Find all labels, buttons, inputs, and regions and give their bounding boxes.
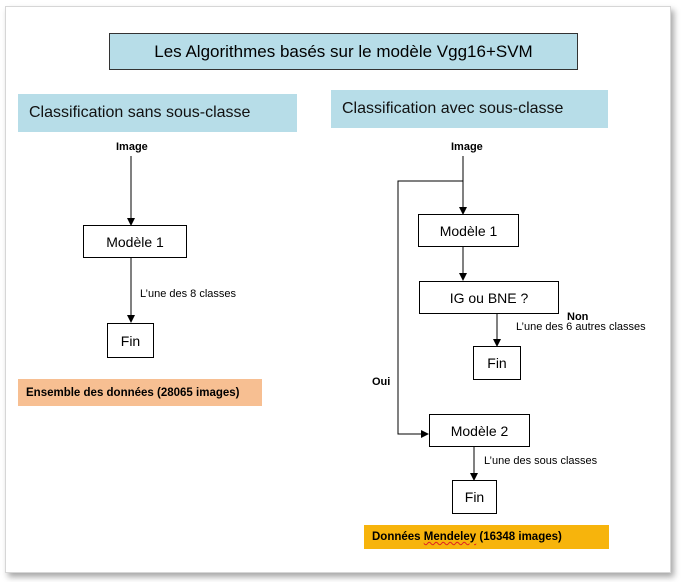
diagram-title: Les Algorithmes basés sur le modèle Vgg1… <box>109 33 578 70</box>
node-model1-right: Modèle 1 <box>418 214 519 247</box>
node-model1-left: Modèle 1 <box>83 225 187 258</box>
section-header-right: Classification avec sous-classe <box>331 90 608 128</box>
node-model2: Modèle 2 <box>429 414 530 447</box>
node-fin-right-1: Fin <box>473 346 521 380</box>
dataset-badge-left: Ensemble des données (28065 images) <box>18 379 262 406</box>
dataset-source: Mendeley <box>423 531 477 543</box>
node-fin-right-2: Fin <box>452 480 497 514</box>
arrow-oui-loop-to-model2 <box>397 180 463 438</box>
edge-label-8-classes: L’une des 8 classes <box>140 288 237 300</box>
section-header-left: Classification sans sous-classe <box>18 94 297 132</box>
input-label-left: Image <box>116 141 148 153</box>
dataset-suffix: (16348 images) <box>476 531 562 543</box>
edge-label-6-classes: L’une des 6 autres classes <box>516 321 646 333</box>
node-fin-left: Fin <box>107 323 154 358</box>
edge-label-sub-classes: L’une des sous classes <box>484 455 598 467</box>
dataset-prefix: Données <box>372 531 424 543</box>
no-branch-label: Non <box>567 311 589 323</box>
node-decision-ig-bne: IG ou BNE ? <box>419 281 559 314</box>
yes-branch-label: Oui <box>372 376 391 388</box>
dataset-badge-right: Données Mendeley (16348 images) <box>364 525 609 549</box>
input-label-right: Image <box>451 141 483 153</box>
